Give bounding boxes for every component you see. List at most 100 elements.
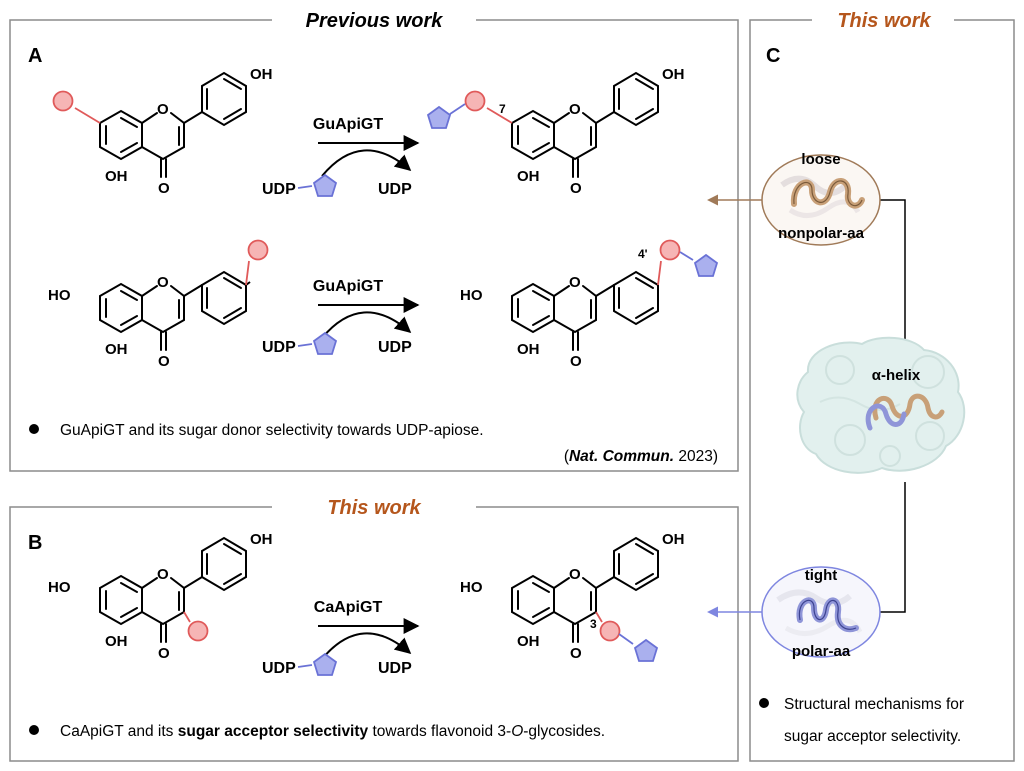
kaempferol-substrate: O HO OH OH O [48, 531, 273, 662]
carbonyl-oxygen-label: O [158, 353, 170, 370]
carbonyl-oxygen-label: O [570, 353, 582, 370]
position-number: 7 [499, 102, 506, 116]
apigenin-substrate-1: O OH OH O [52, 66, 273, 197]
enzyme-label: CaApiGT [314, 599, 383, 616]
bullet-icon [759, 698, 769, 708]
citation-journal: Nat. Commun. [569, 448, 674, 465]
panel-b-letter: B [28, 532, 42, 554]
citation: (Nat. Commun. 2023) [564, 448, 718, 465]
udp-product-label: UDP [378, 181, 412, 198]
udp-donor-label: UDP [262, 660, 296, 677]
ring-oxygen-label: O [157, 566, 169, 583]
hydroxyl-label: OH [662, 531, 685, 548]
panel-c-caption-line1: Structural mechanisms for [784, 696, 964, 713]
panel-a: Previous work A O OH OH O GuApiGT UDP UD… [9, 10, 739, 472]
hydroxyl-label: HO [460, 579, 483, 596]
helix-ribbon-tan [872, 393, 945, 421]
polar-aa-label: polar-aa [792, 643, 851, 660]
kaempferol-3-apioside-product: O HO OH OH O 3 [460, 531, 685, 662]
tight-helix-view: tight polar-aa [761, 566, 881, 660]
reaction-arrow-1: GuApiGT UDP UDP [262, 116, 420, 198]
hydroxyl-label: OH [250, 66, 273, 83]
acceptor-site-circle [599, 620, 621, 642]
hydroxyl-label: OH [662, 66, 685, 83]
apigenin-substrate-2: O HO OH O [48, 239, 269, 370]
panel-c-caption-line2: sugar acceptor selectivity. [784, 728, 961, 745]
loose-helix-view: loose nonpolar-aa [761, 151, 881, 246]
hydroxyl-label: OH [517, 168, 540, 185]
hydroxyl-label: OH [250, 531, 273, 548]
connector-line [880, 199, 906, 340]
ring-oxygen-label: O [157, 101, 169, 118]
apigenin-4-apioside-product: O HO OH O 4' [460, 239, 718, 370]
hydroxyl-label: HO [48, 579, 71, 596]
apiose-pentagon [313, 653, 337, 676]
acceptor-site-circle [52, 90, 74, 112]
apiose-pentagon [634, 639, 658, 662]
previous-work-header: Previous work [306, 10, 444, 32]
hydroxyl-label: HO [460, 287, 483, 304]
caption-text: CaApiGT and its [60, 723, 178, 740]
caption-bold-text: sugar acceptor selectivity [178, 723, 369, 740]
nonpolar-aa-label: nonpolar-aa [778, 225, 864, 242]
acceptor-site-circle [659, 239, 681, 261]
hydroxyl-label: OH [517, 341, 540, 358]
udp-donor-label: UDP [262, 181, 296, 198]
loose-label: loose [801, 151, 840, 168]
panel-a-border [9, 19, 739, 472]
caption-text: towards flavonoid 3- [368, 723, 511, 740]
acceptor-site-circle [187, 620, 209, 642]
citation-year: 2023) [674, 448, 718, 465]
citation-open: ( [564, 448, 570, 465]
reaction-arrow-b: CaApiGT UDP UDP [262, 599, 420, 677]
apigenin-7-apioside-product: O OH OH O 7 [427, 66, 685, 197]
acceptor-site-circle [247, 239, 269, 261]
udp-product-label: UDP [378, 339, 412, 356]
panel-c: This work C loose nonpolar-aa α- [707, 10, 1015, 762]
position-number: 4' [638, 247, 648, 261]
alpha-helix-label: α-helix [872, 367, 921, 384]
position-number: 3 [590, 617, 597, 631]
carbonyl-oxygen-label: O [570, 180, 582, 197]
caption-italic-text: O [511, 723, 523, 740]
ring-oxygen-label: O [569, 101, 581, 118]
ring-oxygen-label: O [157, 274, 169, 291]
panel-b-caption: CaApiGT and its sugar acceptor selectivi… [60, 723, 605, 740]
panel-a-letter: A [28, 45, 42, 67]
protein-structure: α-helix [796, 336, 966, 474]
panel-c-border [749, 19, 1015, 762]
helix-ribbon-blue [865, 403, 907, 431]
panel-b-border [9, 506, 739, 762]
carbonyl-oxygen-label: O [158, 180, 170, 197]
panel-c-letter: C [766, 45, 780, 67]
udp-product-label: UDP [378, 660, 412, 677]
hydroxyl-label: OH [105, 168, 128, 185]
hydroxyl-label: OH [105, 633, 128, 650]
hydroxyl-label: HO [48, 287, 71, 304]
reaction-arrow-2: GuApiGT UDP UDP [262, 278, 420, 356]
bullet-icon [29, 424, 39, 434]
apiose-pentagon [427, 106, 451, 129]
bullet-icon [29, 725, 39, 735]
carbonyl-oxygen-label: O [158, 645, 170, 662]
enzyme-label: GuApiGT [313, 278, 383, 295]
panel-b: This work B O HO OH OH O CaApiGT UDP UDP… [9, 497, 739, 762]
apiose-pentagon [694, 254, 718, 277]
acceptor-site-circle [464, 90, 486, 112]
enzyme-label: GuApiGT [313, 116, 383, 133]
this-work-header: This work [327, 497, 421, 519]
this-work-header: This work [837, 10, 931, 32]
apiose-pentagon [313, 332, 337, 355]
connector-line [880, 482, 906, 613]
hydroxyl-label: OH [105, 341, 128, 358]
udp-donor-label: UDP [262, 339, 296, 356]
carbonyl-oxygen-label: O [570, 645, 582, 662]
ring-oxygen-label: O [569, 274, 581, 291]
hydroxyl-label: OH [517, 633, 540, 650]
panel-a-caption: GuApiGT and its sugar donor selectivity … [60, 422, 484, 439]
ring-oxygen-label: O [569, 566, 581, 583]
tight-label: tight [805, 567, 837, 584]
caption-text: -glycosides. [523, 723, 605, 740]
apiose-pentagon [313, 174, 337, 197]
